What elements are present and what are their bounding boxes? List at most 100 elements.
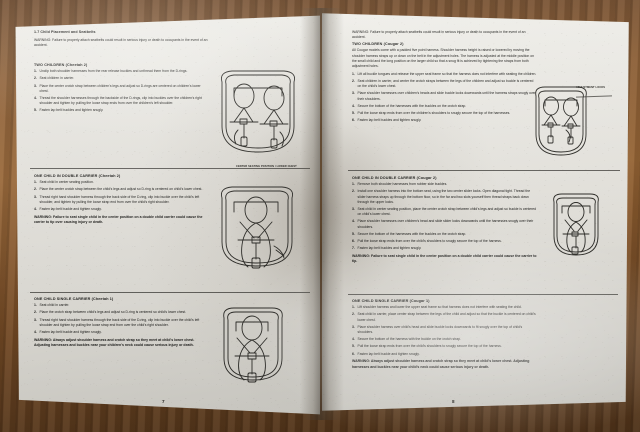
two-children-cheetah-2-diagram [208,58,308,166]
step-text: Seat child in carrier. [39,303,70,308]
list-item: 2.Install one shoulder harness into the … [352,189,531,204]
diagram-callout-label: CENTER SEATING POSITION / LOWER CHEST [236,165,297,168]
section-warning: WARNING: Failure to seat single child in… [34,214,203,225]
divider-rule [30,292,310,293]
list-item: 4.Fasten lap belt buckle and tighten snu… [34,329,102,334]
step-text: Secure the bottom of the harness with th… [357,337,461,342]
list-item: 2.Seat children in carrier. [34,76,75,81]
step-list: 1.Remove both shoulder harnesses from ru… [352,182,538,251]
section-title: ONE CHILD IN DOUBLE CARRIER (Cougar 2) [352,176,437,180]
list-item: 1.Lift all buckle tongues and release th… [352,71,537,76]
list-item: 2.Place the center crotch strap between … [34,187,203,192]
list-item: 1.Unclip both shoulder harnesses from th… [34,69,188,74]
section-warning: WARNING: Always adjust shoulder harness … [352,359,530,369]
step-text: Place shoulder harness over child's head… [357,324,523,335]
list-item: 2.Seat child in carrier, place center st… [352,312,536,322]
step-text: Place the center crotch strap between th… [39,187,203,192]
section-title: TWO CHILDREN (Cheetah 2) [34,63,88,67]
two-children-cougar-2-diagram [528,78,594,164]
one-child-double-carrier-cheetah-2-diagram [212,176,306,280]
step-text: Secure the bottom of the harnesses with … [357,231,467,236]
step-text: Seat child in center seating position. [39,180,94,185]
list-item: 2.Seat children in carrier, and center t… [352,79,534,89]
top-warning-text: WARNING: Failure to properly attach seat… [352,30,526,40]
list-item: 4.Thread the shoulder harnesses through … [34,95,202,106]
list-item: 5.Fasten lap belt buckles and tighten sn… [34,108,104,113]
step-text: Unclip both shoulder harnesses from the … [39,69,188,74]
list-item: 5.Pull the loose strap ends from over th… [352,344,502,349]
divider-rule [30,168,310,169]
list-item: 3.Place shoulder harness over child's he… [352,324,523,335]
one-child-double-carrier-cougar-2-diagram [546,186,606,264]
top-warning-text: WARNING: Failure to properly attach seat… [34,37,208,47]
step-text: Fasten lap belt buckle and tighten snugl… [39,206,102,211]
step-list: 1.Lift shoulder harness and lower the up… [352,305,538,357]
list-item: 4.Secure the bottom of the harness with … [352,337,461,342]
step-text: Fasten lap belt buckles and tighten snug… [39,108,104,113]
left-page-header-block: 1.7 Child Placement and Seatbelts WARNIN… [34,30,210,50]
left-page-number: 7 [162,399,165,404]
right-page-number: 8 [452,399,455,404]
list-item: 3.Seat child in center seating position,… [352,207,537,217]
section-intro-text: All Cougar models come with a padded fiv… [352,48,535,69]
step-text: Lift all buckle tongues and release the … [357,71,537,76]
step-text: Remove both shoulder harnesses from rubb… [357,182,448,187]
step-text: Pull the loose strap ends from over the … [357,239,502,244]
one-child-single-carrier-cheetah-1-diagram [216,298,290,390]
diagram-callout-label: ADJUSTMENT LOCKS [576,86,606,89]
step-text: Seat child in carrier, place center stra… [357,312,536,322]
list-item: 1.Lift shoulder harness and lower the up… [352,305,522,310]
list-item: 5.Secure the bottom of the harnesses wit… [352,231,467,236]
list-item: 1.Remove both shoulder harnesses from ru… [352,182,448,187]
step-text: Place shoulder harnesses over children's… [357,219,534,229]
list-item: 2.Place the crotch strap between child's… [34,310,187,315]
step-text: Pull the loose strap ends from over the … [357,111,511,116]
section-warning: WARNING: Always adjust shoulder harness … [34,337,195,348]
step-text: Thread right hand shoulder harness throu… [39,317,200,327]
right-section-one-child-double: ONE CHILD IN DOUBLE CARRIER (Cougar 2) 1… [352,176,538,265]
step-text: Secure the bottom of the harnesses with … [357,103,467,108]
section-title: ONE CHILD SINGLE CARRIER (Cougar 1) [352,299,430,303]
list-item: 3.Thread right hand shoulder harness thr… [34,194,200,204]
step-text: Seat children in carrier, and center the… [357,79,534,89]
list-item: 6.Fasten lap belt buckles and tighten sn… [352,118,422,123]
list-item: 3.Place shoulder harnesses over children… [352,91,536,101]
section-title: ONE CHILD SINGLE CARRIER (Cheetah 1) [34,297,114,301]
list-item: 1.Seat child in center seating position. [34,180,94,185]
section-warning: WARNING: Failure to seat single child in… [352,254,537,264]
left-section-one-child-double: ONE CHILD IN DOUBLE CARRIER (Cheetah 2) … [34,174,210,225]
step-text: Fasten lap belt buckle and tighten snugl… [357,351,420,356]
step-text: Thread right hand shoulder harness throu… [39,194,200,204]
divider-rule [348,294,618,295]
list-item: 6.Pull the loose strap ends from over th… [352,239,502,244]
list-item: 7.Fasten lap belt buckles and tighten sn… [352,246,422,251]
section-title: TWO CHILDREN (Cougar 2) [352,42,404,47]
list-item: 4.Fasten lap belt buckle and tighten snu… [34,206,102,211]
list-item: 1.Seat child in carrier. [34,303,70,308]
step-text: Place the center crotch strap between ch… [39,83,201,93]
list-item: 4.Secure the bottom of the harnesses wit… [352,103,467,108]
list-item: 3.Thread right hand shoulder harness thr… [34,317,200,327]
step-list: 1.Seat child in center seating position.… [34,180,210,212]
step-text: Install one shoulder harness into the bo… [357,189,531,204]
step-text: Seat child in center seating position, p… [357,207,537,217]
step-list: 1.Lift all buckle tongues and release th… [352,72,538,124]
step-text: Fasten lap belt buckles and tighten snug… [357,246,422,251]
left-section-one-child-single: ONE CHILD SINGLE CARRIER (Cheetah 1) 1.S… [34,297,210,348]
list-item: 6.Fasten lap belt buckle and tighten snu… [352,351,420,356]
step-list: 1.Seat child in carrier. 2.Place the cro… [34,303,210,335]
right-section-one-child-single: ONE CHILD SINGLE CARRIER (Cougar 1) 1.Li… [352,299,538,370]
divider-rule [348,170,620,171]
step-text: Pull the loose strap ends from over the … [357,344,502,349]
list-item: 4.Place shoulder harnesses over children… [352,219,534,229]
step-text: Fasten lap belt buckle and tighten snugl… [39,329,102,334]
section-heading: 1.7 Child Placement and Seatbelts [34,30,96,34]
list-item: 5.Pull the loose strap ends from over th… [352,111,511,116]
step-list: 1.Unclip both shoulder harnesses from th… [34,69,210,113]
left-section-two-children: TWO CHILDREN (Cheetah 2) 1.Unclip both s… [34,63,210,116]
step-text: Thread the shoulder harnesses through th… [39,95,202,106]
right-page-header-block: WARNING: Failure to properly attach seat… [352,30,538,125]
step-text: Seat children in carrier. [39,76,75,81]
step-text: Fasten lap belt buckles and tighten snug… [357,118,422,123]
